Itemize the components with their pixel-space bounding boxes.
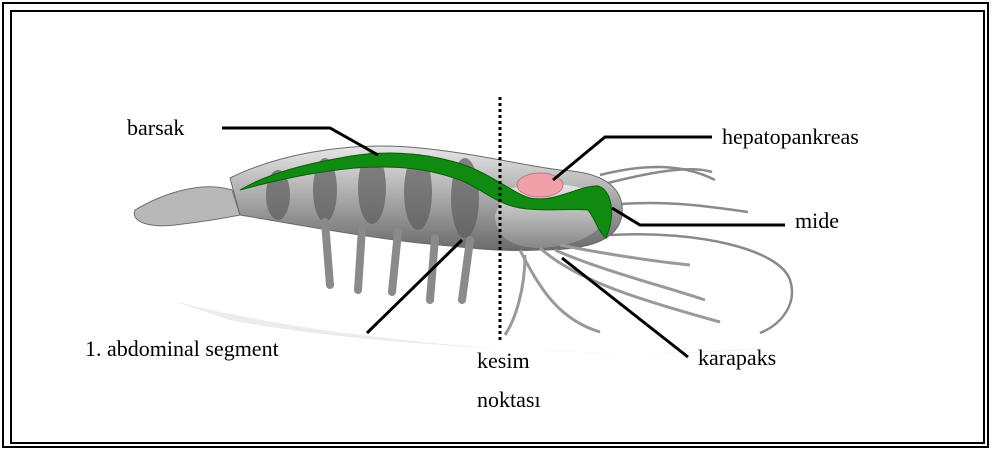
label-mide: mide — [795, 210, 839, 232]
leader-abdominal — [367, 240, 462, 333]
leader-mide — [612, 208, 785, 225]
label-noktasi: noktası — [477, 389, 541, 411]
walking-legs — [505, 245, 720, 335]
label-hepatopankreas: hepatopankreas — [722, 126, 859, 148]
label-barsak: barsak — [127, 117, 184, 139]
label-kesim: kesim — [477, 350, 530, 372]
antennae — [600, 167, 792, 333]
label-abdominal-segment: 1. abdominal segment — [85, 338, 279, 360]
label-karapaks: karapaks — [698, 347, 776, 369]
tail-fan — [134, 187, 240, 226]
